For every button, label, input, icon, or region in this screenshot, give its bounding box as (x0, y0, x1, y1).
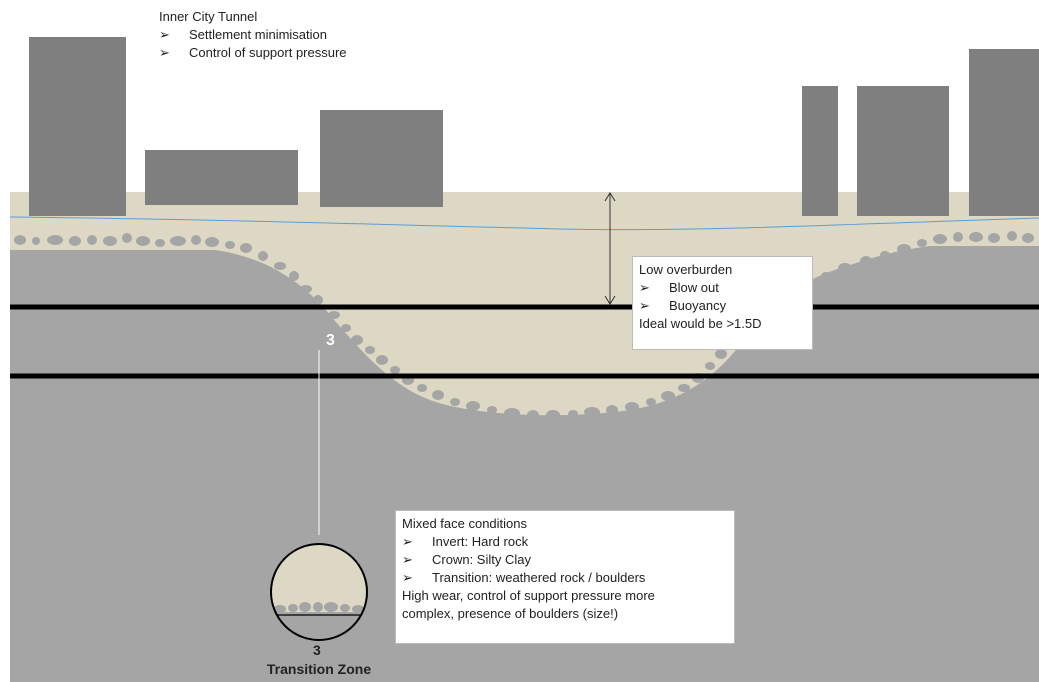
bullet-arrow-icon: ➢ (159, 27, 170, 42)
header-block: Inner City Tunnel ➢Settlement minimisati… (159, 8, 347, 62)
building (320, 110, 443, 207)
header-bullet: ➢Control of support pressure (159, 45, 347, 60)
overburden-bullet: ➢Blow out (639, 280, 719, 295)
zone-number: 3 (313, 642, 321, 658)
mixed-face-note: High wear, control of support pressure m… (402, 588, 655, 603)
section-marker: 3 (326, 332, 335, 349)
water-table-line (9, 216, 1039, 231)
bullet-arrow-icon: ➢ (402, 570, 413, 585)
overburden-callout: Low overburden ➢Blow out ➢Buoyancy Ideal… (632, 256, 813, 350)
mixed-face-title: Mixed face conditions (402, 516, 528, 531)
overburden-bullet: ➢Buoyancy (639, 298, 727, 313)
bullet-arrow-icon: ➢ (402, 534, 413, 549)
header-bullet: ➢Settlement minimisation (159, 27, 327, 42)
building (145, 150, 298, 205)
mixed-face-bullet: ➢Transition: weathered rock / boulders (402, 570, 646, 585)
bullet-arrow-icon: ➢ (639, 298, 650, 313)
mixed-face-bullet: ➢Crown: Silty Clay (402, 552, 531, 567)
zone-title: Transition Zone (266, 661, 372, 677)
bullet-arrow-icon: ➢ (639, 280, 650, 295)
building (857, 86, 949, 216)
overburden-arrow (604, 192, 616, 305)
bullet-arrow-icon: ➢ (159, 45, 170, 60)
mixed-face-note: complex, presence of boulders (size!) (402, 606, 619, 621)
rock-layer (10, 246, 1039, 682)
bullet-arrow-icon: ➢ (402, 552, 413, 567)
header-title: Inner City Tunnel (159, 9, 258, 24)
building (802, 86, 838, 216)
building (29, 37, 126, 216)
mixed-face-bullet: ➢Invert: Hard rock (402, 534, 529, 549)
mixed-face-callout: Mixed face conditions ➢Invert: Hard rock… (395, 510, 735, 644)
overburden-note: Ideal would be >1.5D (639, 316, 762, 331)
building (969, 49, 1039, 216)
overburden-title: Low overburden (639, 262, 733, 277)
transition-zone-detail (270, 543, 368, 641)
